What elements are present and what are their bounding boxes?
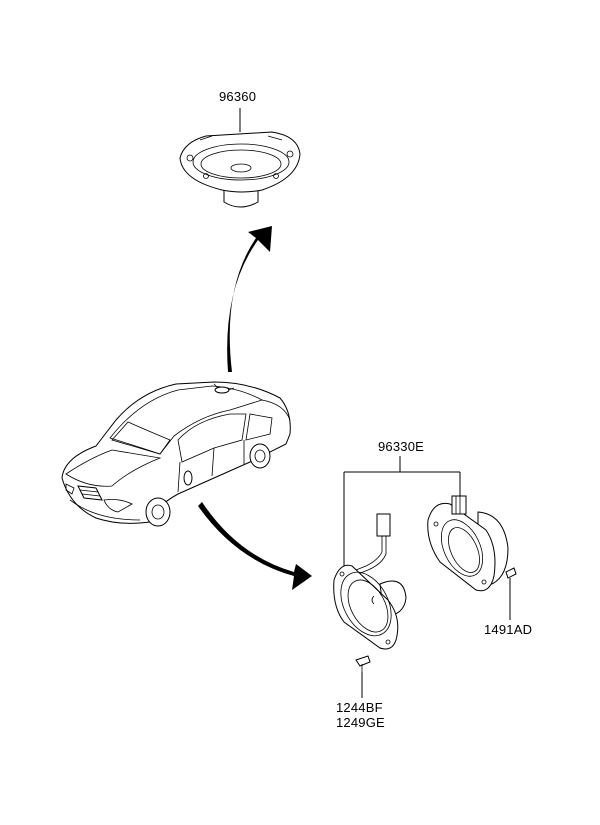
fastener-drawing bbox=[355, 655, 371, 698]
front-speaker-drawing bbox=[333, 513, 407, 650]
mounting-ring-drawing bbox=[427, 495, 509, 592]
part-label-fastener-1: 1244BF bbox=[336, 700, 383, 715]
part-label-fastener-2: 1249GE bbox=[336, 715, 385, 730]
arrow-up-icon bbox=[227, 226, 272, 372]
arrow-down-icon bbox=[198, 502, 312, 590]
screw-drawing bbox=[505, 567, 517, 620]
part-label-screw: 1491AD bbox=[484, 622, 533, 637]
callout-bracket bbox=[343, 456, 461, 568]
part-label-rear-speaker: 96360 bbox=[219, 89, 257, 104]
rear-speaker-drawing bbox=[179, 108, 301, 208]
car-drawing bbox=[61, 381, 291, 527]
part-label-front-speaker-set: 96330E bbox=[378, 439, 425, 454]
